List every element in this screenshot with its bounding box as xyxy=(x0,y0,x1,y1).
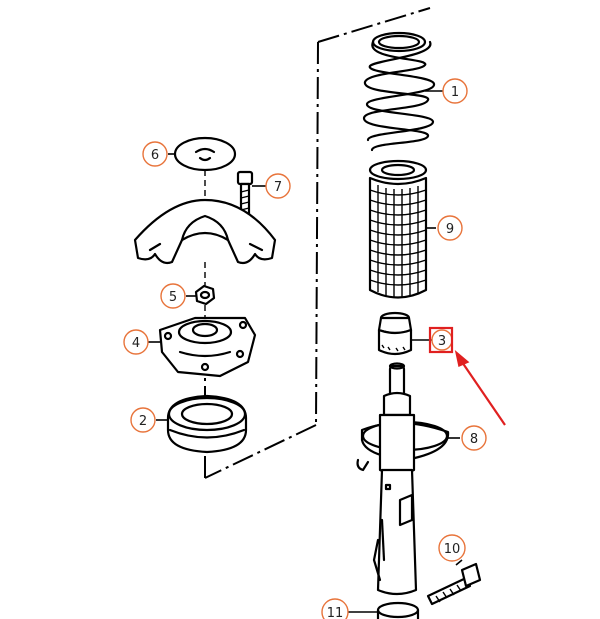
dust-boot xyxy=(368,159,428,299)
red-arrow xyxy=(454,350,506,426)
strut-shield xyxy=(133,198,277,265)
callout-3-highlight-box xyxy=(428,326,454,354)
callout-9-label: 9 xyxy=(446,222,454,237)
callout-10-label: 10 xyxy=(444,542,461,557)
callout-1: 1 xyxy=(442,78,468,104)
shock-absorber xyxy=(356,362,450,596)
callout-11: 11 xyxy=(321,598,349,619)
callout-4-label: 4 xyxy=(132,336,140,351)
callout-4: 4 xyxy=(123,329,149,355)
hex-nut xyxy=(194,284,216,306)
strut-bearing xyxy=(166,394,248,454)
callout-2: 2 xyxy=(130,407,156,433)
coil-spring xyxy=(362,31,436,152)
callout-11-label: 11 xyxy=(327,606,344,619)
callout-5: 5 xyxy=(160,283,186,309)
assembly-outline xyxy=(204,7,431,479)
dust-cap xyxy=(173,136,237,172)
strut-bolt xyxy=(426,562,482,606)
callout-8-label: 8 xyxy=(470,432,478,447)
callout-6: 6 xyxy=(142,141,168,167)
callout-3: 3 xyxy=(428,326,454,354)
bump-stop xyxy=(377,311,413,356)
callout-7: 7 xyxy=(265,173,291,199)
mount-bolt xyxy=(236,170,254,220)
callout-2-label: 2 xyxy=(139,414,147,429)
callout-6-label: 6 xyxy=(151,148,159,163)
callout-9: 9 xyxy=(437,215,463,241)
callout-5-label: 5 xyxy=(169,290,177,305)
leader-lines xyxy=(148,90,463,613)
callout-1-label: 1 xyxy=(451,85,459,100)
callout-3-label: 3 xyxy=(438,334,446,349)
strut-lower-mount xyxy=(376,601,420,619)
strut-mount xyxy=(158,316,257,378)
callout-10: 10 xyxy=(438,534,466,562)
callout-7-label: 7 xyxy=(274,180,282,195)
callout-8: 8 xyxy=(461,425,487,451)
